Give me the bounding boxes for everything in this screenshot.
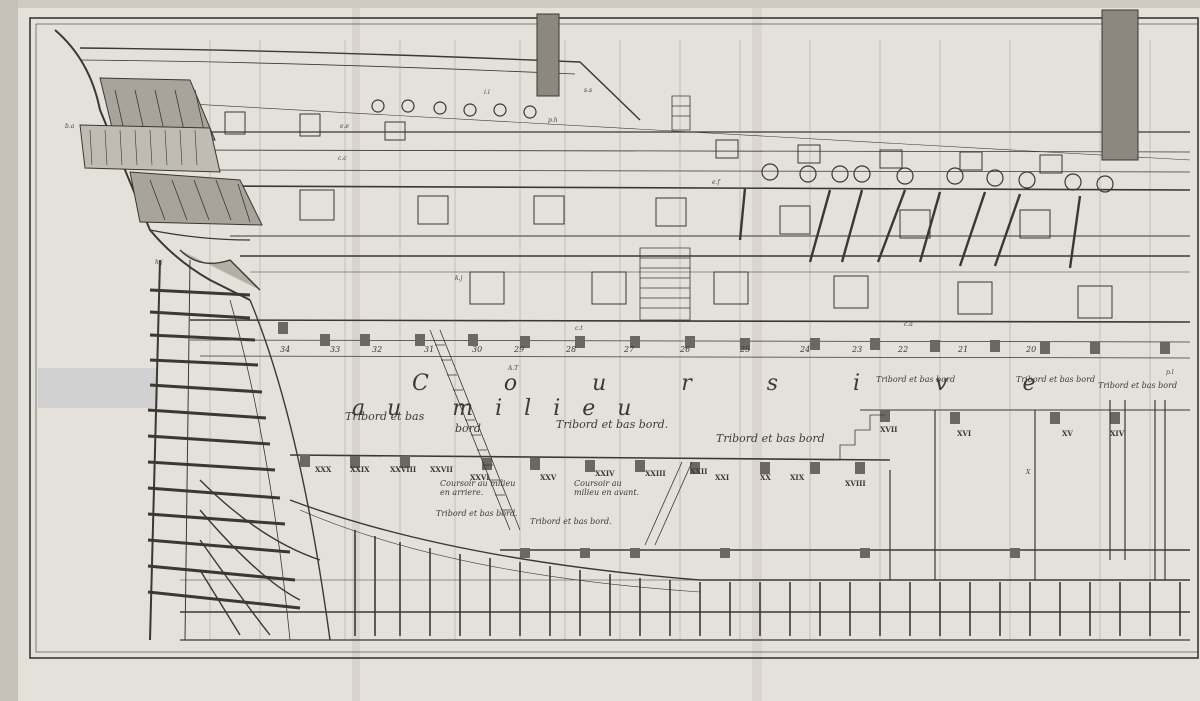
- frame-number: 21: [957, 345, 968, 354]
- roman-numeral: XIV: [1110, 429, 1125, 438]
- roman-numeral: XVII: [880, 425, 897, 434]
- mark-ct: c.t: [575, 325, 583, 332]
- au-milieu-label: au milieu: [352, 396, 653, 421]
- mark-at: A.T: [507, 365, 519, 372]
- main-mast: [536, 13, 560, 97]
- stern-framing: [147, 259, 331, 641]
- tribord-label-7: Tribord et bas bord.: [436, 509, 518, 518]
- mark-hj: h.j: [155, 259, 163, 266]
- hull-ribs: [354, 530, 1181, 636]
- fold-shadow-2: [752, 8, 762, 701]
- roman-numeral: XV: [1062, 429, 1073, 438]
- frame-number: 31: [424, 345, 434, 354]
- roman-numeral: XXVII: [430, 465, 453, 474]
- mark-ee: e.e: [340, 123, 349, 130]
- roman-numeral: XXVI: [470, 473, 490, 482]
- beam-blocks: [278, 322, 1170, 558]
- tribord-bord-label-1: bord: [455, 422, 481, 435]
- mark-ph: p.h: [548, 117, 558, 124]
- frame-number: 25: [739, 345, 750, 354]
- frame-number: 20: [1025, 345, 1036, 354]
- tribord-label-5: Tribord et bas bord: [1016, 375, 1095, 384]
- coursive-label: C o u r s i v e: [412, 371, 1070, 396]
- tribord-label-1: Tribord et bas: [345, 410, 425, 423]
- mark-ii: i.i: [484, 89, 490, 96]
- frame-number: 29: [513, 345, 524, 354]
- mark-ef: e.f: [712, 179, 721, 186]
- stern-castle: [54, 29, 263, 301]
- tribord-label-6: Tribord et bas bord: [1098, 381, 1177, 390]
- roman-numeral: XVI: [957, 429, 971, 438]
- tribord-label-2: Tribord et bas bord.: [556, 418, 668, 431]
- fold-shadow-1: [352, 8, 360, 701]
- inner-border: [35, 23, 1199, 653]
- tribord-label-3: Tribord et bas bord: [716, 432, 825, 445]
- mark-kj: k.j: [455, 275, 463, 282]
- frame-number: 28: [565, 345, 576, 354]
- mark-ca: c.a: [904, 321, 913, 328]
- fore-mast: [1101, 9, 1139, 161]
- tribord-label-8: Tribord et bas bord.: [530, 517, 612, 526]
- pulleys: [371, 99, 1114, 193]
- frame-number: 33: [330, 345, 340, 354]
- hanging-gear: [738, 187, 1082, 269]
- roman-numeral: XXIX: [350, 465, 370, 474]
- frame-number: 30: [472, 345, 482, 354]
- roman-numeral: XXVIII: [390, 465, 416, 474]
- roman-numeral: XXIV: [595, 469, 615, 478]
- mark-cc: c.c: [338, 155, 347, 162]
- tribord-label-4: Tribord et bas bord: [876, 375, 955, 384]
- roman-numeral: XXX: [315, 465, 332, 474]
- roman-numeral: XXV: [540, 473, 557, 482]
- roman-numeral: XIX: [790, 473, 805, 482]
- sea-band: [38, 368, 158, 408]
- mark-ss: s.s: [584, 87, 592, 94]
- roman-numeral: XX: [760, 473, 771, 482]
- frame-number: 34: [280, 345, 290, 354]
- frame-number: 32: [372, 345, 382, 354]
- frame-number: 24: [799, 345, 810, 354]
- frame-number: 23: [851, 345, 862, 354]
- hull-bottom: [289, 499, 1190, 593]
- left-paper-edge: [0, 0, 18, 701]
- roman-numeral: XVIII: [845, 479, 866, 488]
- stanchions: [889, 400, 1166, 580]
- mark-x: X: [1025, 469, 1031, 476]
- frame-number: 27: [623, 345, 635, 354]
- roman-numeral: XXIII: [645, 469, 666, 478]
- frame-numbers: 34 33 32 31 30 29 28 27 26 25 24 23 22 21 20: [280, 345, 1036, 354]
- frame-number: 22: [897, 345, 908, 354]
- frame-number: 26: [679, 345, 690, 354]
- mark-pl: p.l: [1166, 369, 1174, 376]
- roman-numeral: XXII: [690, 467, 707, 476]
- mark-ba: b.a: [65, 123, 75, 130]
- ladders: [429, 95, 885, 546]
- roman-numeral: XXI: [715, 473, 729, 482]
